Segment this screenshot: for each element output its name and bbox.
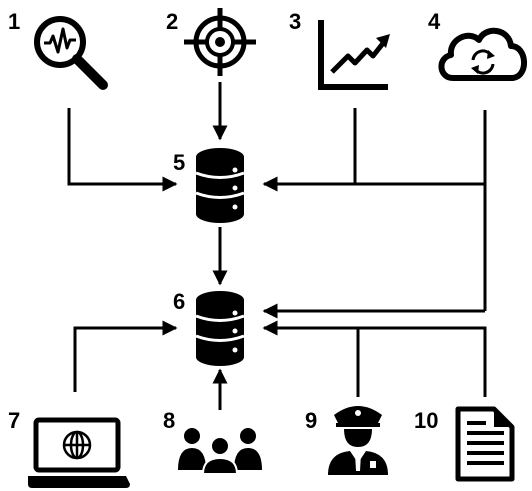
laptop-globe-icon [28,417,130,488]
document-icon [455,406,515,482]
label-6: 6 [173,289,185,314]
label-10: 10 [414,408,438,433]
line-10-to-bus [358,326,487,397]
label-2: 2 [166,9,178,34]
database-icon [195,148,245,223]
arrow-1-to-5 [67,108,178,192]
cloud-sync-icon [438,28,527,81]
crosshair-target-icon [184,8,256,76]
police-officer-icon [328,406,388,475]
people-group-icon [178,428,262,475]
trend-chart-icon [318,20,390,90]
label-9: 9 [305,408,317,433]
magnifier-waveform-icon [34,16,108,90]
connectors [67,82,487,410]
label-4: 4 [428,9,441,34]
label-7: 7 [8,408,20,433]
label-3: 3 [289,9,301,34]
database-icon [195,291,245,366]
label-5: 5 [173,150,185,175]
label-8: 8 [163,408,175,433]
label-1: 1 [8,9,20,34]
arrow-7-to-6 [73,320,178,392]
